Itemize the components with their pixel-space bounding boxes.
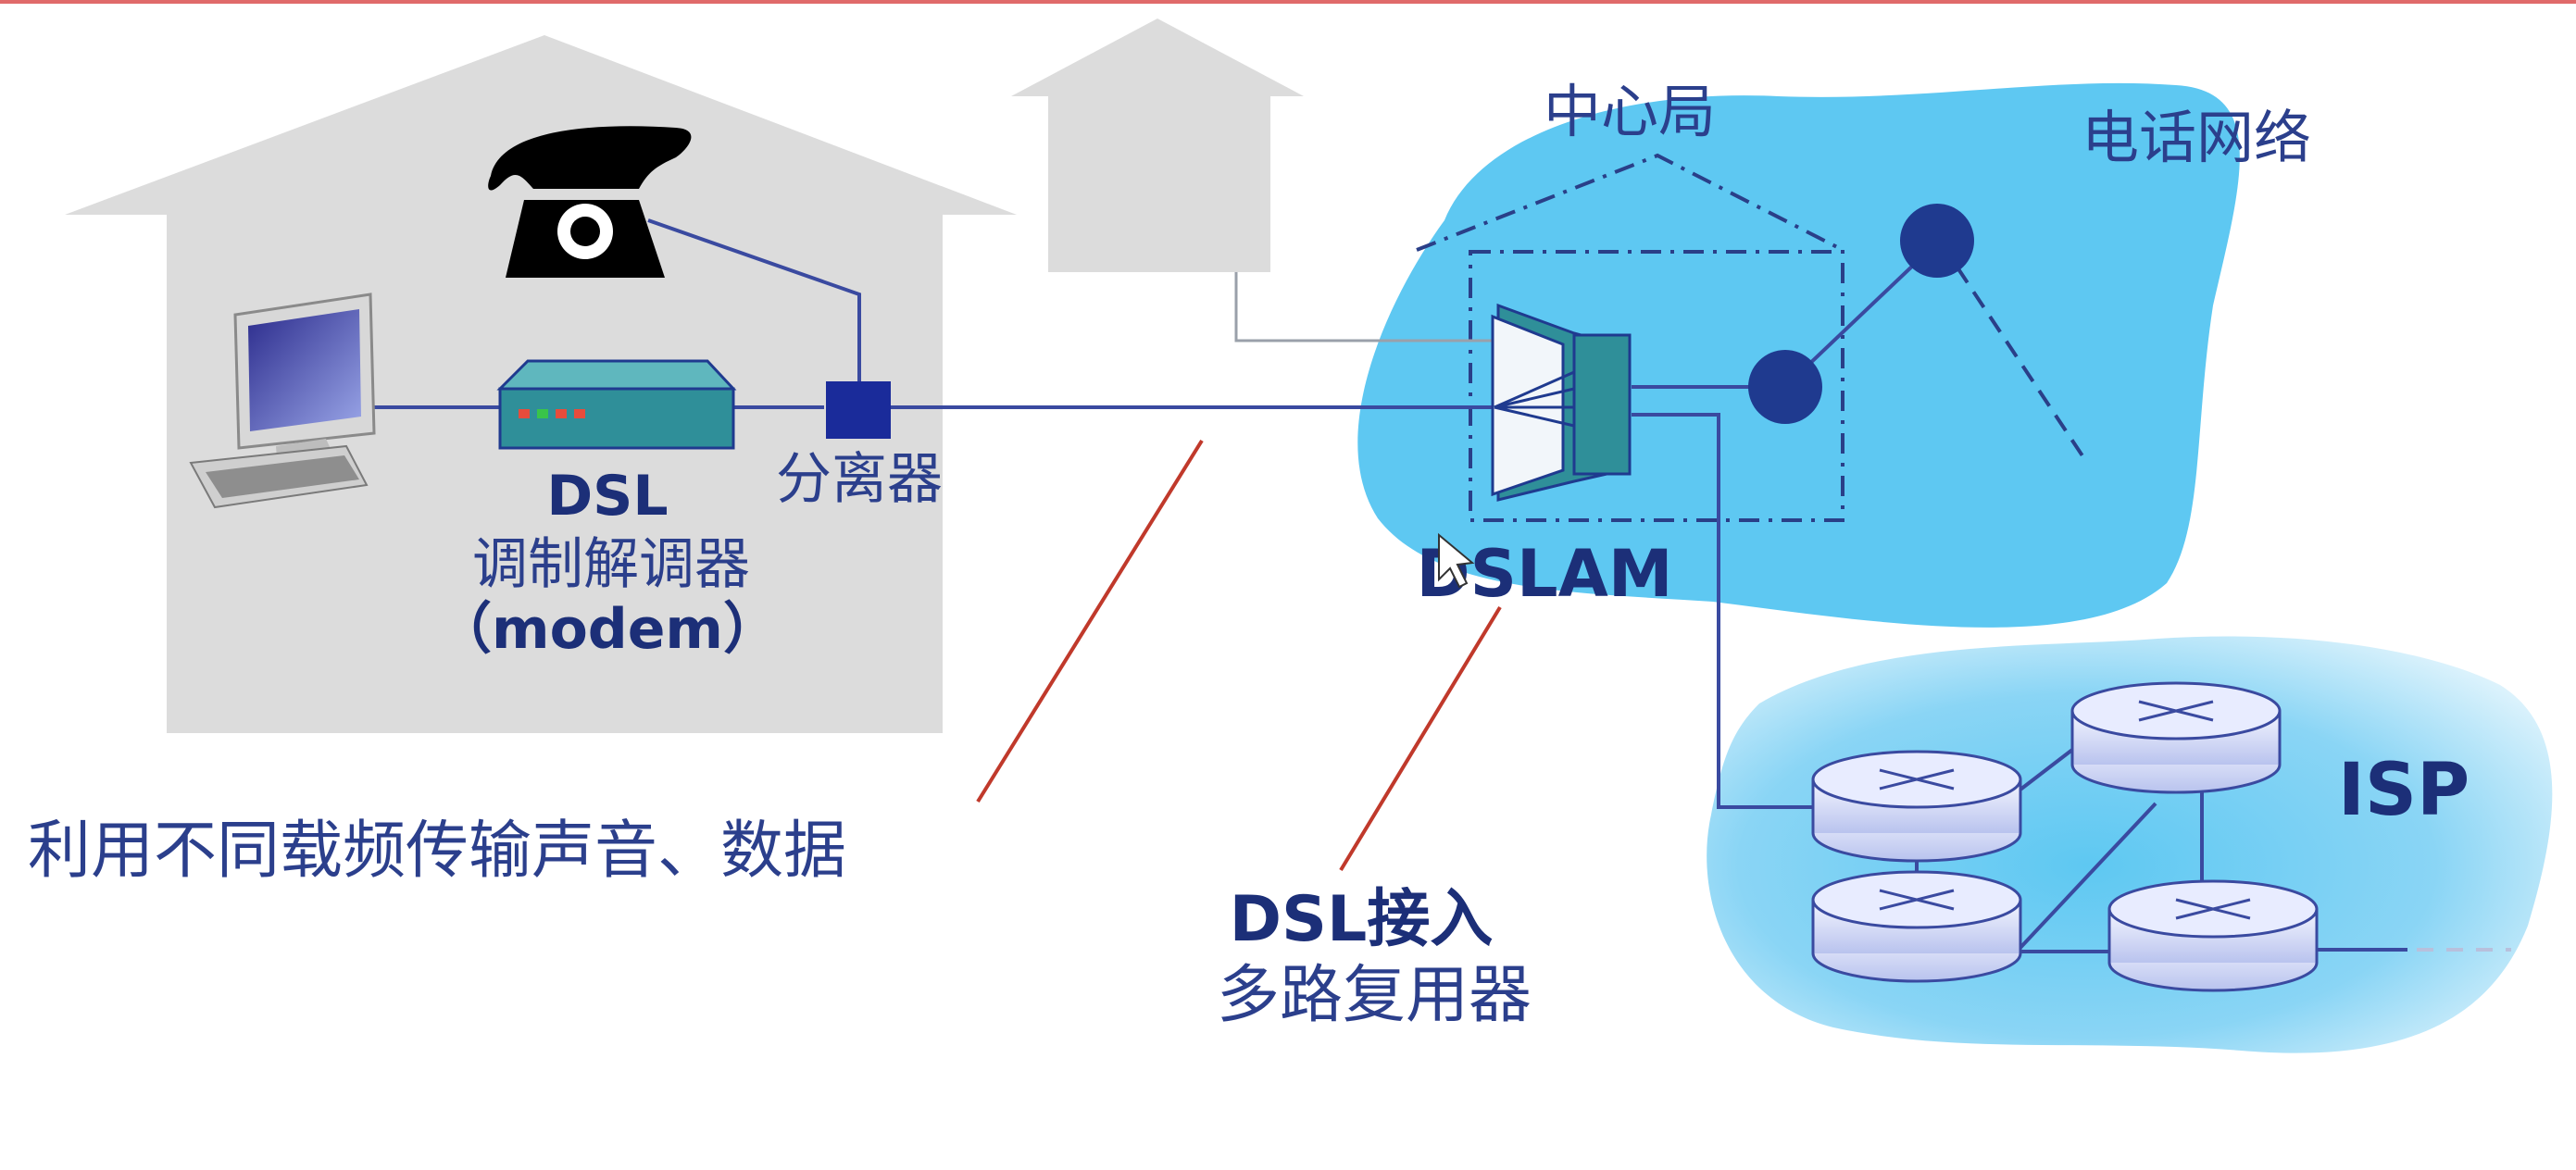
telephone-icon [488, 126, 692, 278]
links [361, 218, 2204, 953]
router-icon [2070, 681, 2282, 794]
central-office-boundary [1416, 153, 1844, 522]
callout-dslam-line1: DSL接入 [1230, 883, 1494, 956]
small-house-line [1234, 272, 1494, 342]
router-icon [2107, 879, 2319, 992]
top-rule [0, 0, 2576, 4]
computer-icon [189, 292, 376, 509]
dsl-modem-label-line1: DSL [546, 464, 668, 529]
dsl-modem-icon [496, 359, 737, 450]
central-office-label: 中心局 [1544, 78, 1716, 145]
home-house [65, 35, 1017, 733]
phone-network-label: 电话网络 [2082, 104, 2311, 171]
phone-switch-node [1748, 350, 1822, 424]
callout-dslam-line2: 多路复用器 [1217, 959, 1532, 1032]
dsl-modem-label-line3: （modem） [436, 597, 779, 662]
splitter-icon [826, 381, 891, 439]
isp-label: ISP [2338, 749, 2470, 832]
splitter-label: 分离器 [776, 447, 943, 512]
callout-freq-text: 利用不同载频传输声音、数据 [28, 815, 846, 888]
dslam-icon [1491, 303, 1632, 502]
router-icon [1811, 750, 2022, 863]
small-house [1011, 19, 1304, 272]
dsl-modem-label-line2: 调制解调器 [472, 532, 750, 597]
phone-network-dashed-link [1939, 241, 2089, 465]
phone-network-node [1900, 204, 1974, 278]
cursor-icon [1438, 532, 1475, 589]
callout-line-freq [976, 439, 1204, 803]
callout-line-dslam [1339, 605, 1502, 872]
router-icon [1811, 870, 2022, 983]
